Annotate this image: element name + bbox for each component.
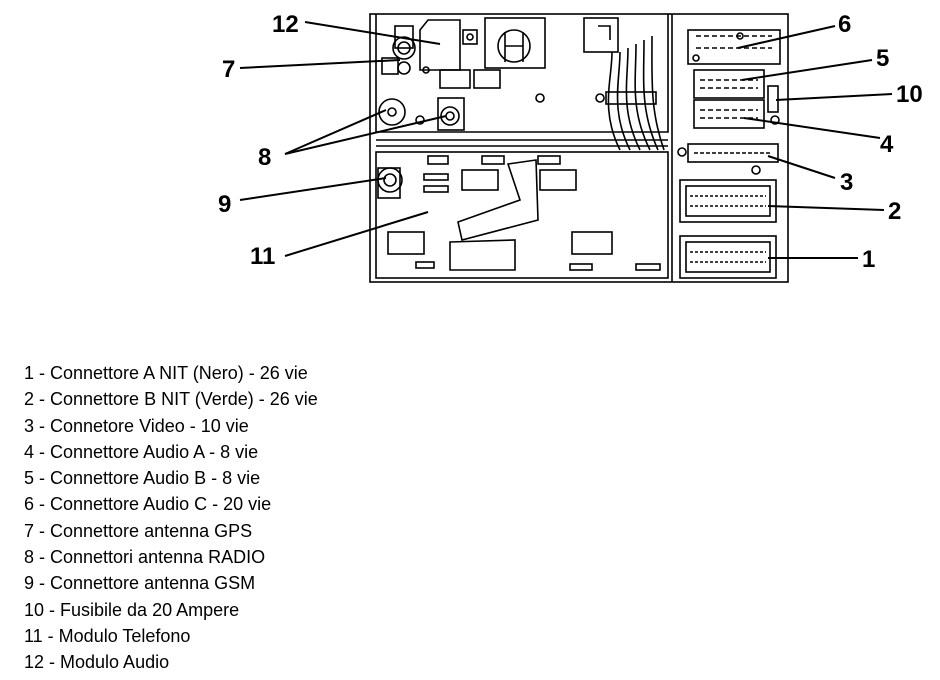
housing-outline xyxy=(369,13,789,283)
leader-lines xyxy=(239,21,893,259)
callout-7: 7 xyxy=(222,56,235,83)
fuse-20a xyxy=(692,54,780,125)
legend-item: 12 - Modulo Audio xyxy=(24,652,170,673)
callout-10: 10 xyxy=(896,81,923,108)
audio-module xyxy=(375,14,669,147)
nit-connector-a xyxy=(679,235,777,279)
audio-connector-b xyxy=(693,69,765,99)
callout-1: 1 xyxy=(862,246,875,273)
video-connector xyxy=(677,143,779,175)
gps-antenna-connector xyxy=(392,25,416,75)
legend-item: 11 - Modulo Telefono xyxy=(24,625,191,646)
legend-item: 3 - Connetore Video - 10 vie xyxy=(24,415,249,436)
audio-connector-a xyxy=(693,99,765,129)
component-legend: 1 - Connettore A NIT (Nero) - 26 vie 2 -… xyxy=(24,360,318,676)
legend-item: 8 - Connettori antenna RADIO xyxy=(24,547,266,568)
unit-rear-panel-diagram: 12 7 8 9 11 6 5 10 4 3 2 1 xyxy=(218,11,923,283)
callout-11: 11 xyxy=(250,243,275,270)
audio-connector-c xyxy=(687,29,781,65)
callout-12: 12 xyxy=(272,11,299,38)
legend-item: 6 - Connettore Audio C - 20 vie xyxy=(24,494,272,515)
callout-4: 4 xyxy=(880,131,894,158)
legend-item: 7 - Connettore antenna GPS xyxy=(24,520,253,541)
legend-item: 10 - Fusibile da 20 Ampere xyxy=(24,599,240,620)
callout-8: 8 xyxy=(258,144,271,171)
telephone-module xyxy=(375,151,669,279)
callout-9: 9 xyxy=(218,191,231,218)
legend-item: 9 - Connettore antenna GSM xyxy=(24,573,256,594)
legend-item: 2 - Connettore B NIT (Verde) - 26 vie xyxy=(24,389,318,410)
legend-item: 5 - Connettore Audio B - 8 vie xyxy=(24,468,261,489)
callout-3: 3 xyxy=(840,169,853,196)
legend-item: 1 - Connettore A NIT (Nero) - 26 vie xyxy=(24,363,308,383)
callout-2: 2 xyxy=(888,198,901,225)
radio-antenna-connectors xyxy=(378,97,465,131)
callout-5: 5 xyxy=(876,45,889,72)
wiring-harness xyxy=(583,17,665,151)
callout-6: 6 xyxy=(838,11,851,38)
legend-item: 4 - Connettore Audio A - 8 vie xyxy=(24,441,259,462)
nit-connector-b xyxy=(679,179,777,223)
